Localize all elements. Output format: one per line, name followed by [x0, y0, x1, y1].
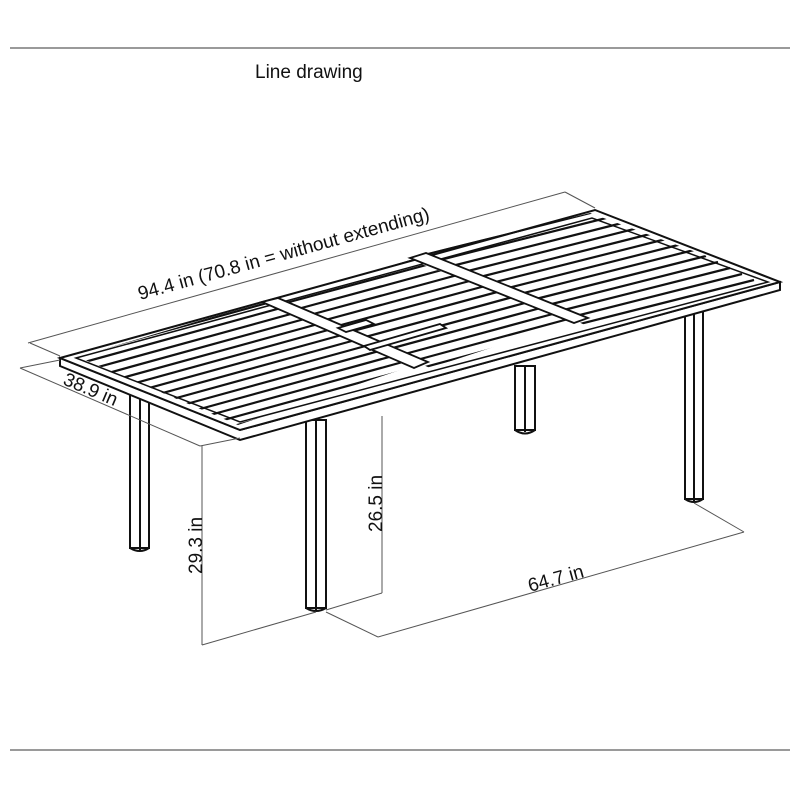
leg-front-left: [129, 389, 150, 552]
dimension-height-apron-label: 26.5 in: [366, 475, 387, 532]
bottom-rule: [10, 749, 790, 751]
dimension-leg-span-label: 64.7 in: [526, 561, 587, 596]
dimension-lines: [19, 191, 745, 646]
leg-right: [684, 306, 704, 503]
dimension-height-total-label: 29.3 in: [186, 517, 207, 574]
table-legs: [129, 306, 704, 612]
leg-front: [305, 419, 327, 612]
cross-braces: [259, 252, 591, 369]
top-rule: [10, 47, 790, 49]
diagram-title: Line drawing: [255, 62, 363, 83]
leg-back-middle: [514, 365, 536, 435]
tabletop: [56, 208, 784, 442]
slats-panel-right: [426, 213, 767, 325]
